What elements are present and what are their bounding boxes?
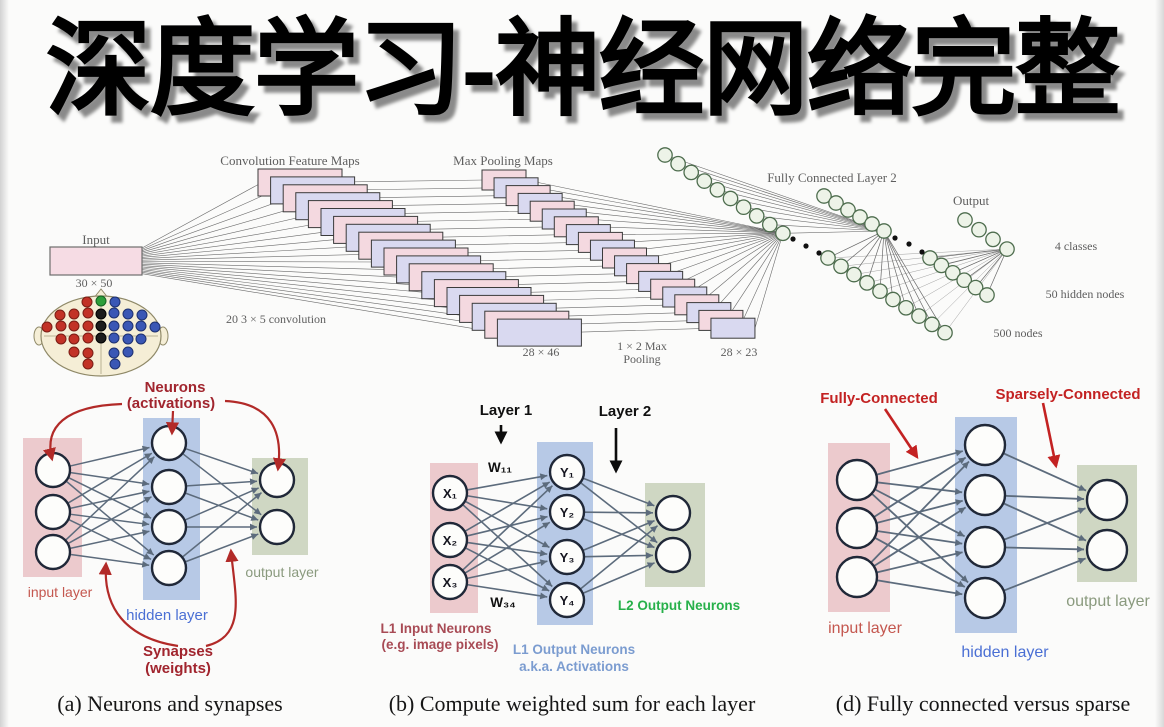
arrow-to-synapses-right — [205, 548, 239, 648]
panel-b-figure: X₁ X₂ X₃ Y₁ Y₂ Y₃ Y₄ Layer 1 Layer 2 W₁₁ W₃₄ L… — [381, 402, 741, 674]
arrow-to-synapses-left — [98, 561, 179, 648]
panel-d-annotation-arrows — [883, 402, 1061, 469]
panel-a-figure: Neurons (activations) input layer output… — [23, 379, 319, 677]
label-pooling-note-1: 1 × 2 Max — [617, 339, 667, 353]
caption-d: (d) Fully connected versus sparse — [835, 691, 1131, 716]
w34-label: W₃₄ — [490, 595, 515, 610]
sparsely-connected-arrow — [1041, 402, 1061, 469]
svg-text:Y₁: Y₁ — [560, 465, 574, 480]
label-input-size: 30 × 50 — [76, 276, 113, 290]
input-layer-label: input layer — [828, 620, 902, 637]
l1-input-neurons-label-1: L1 Input Neurons — [381, 621, 492, 636]
l2-output-neurons-label: L2 Output Neurons — [618, 598, 740, 613]
panel-a-network — [34, 424, 296, 587]
panel-a-annotation-arrows — [43, 399, 287, 648]
l1-output-neurons-label-2: a.k.a. Activations — [519, 659, 629, 674]
synapses-label-1: Synapses — [143, 643, 213, 660]
cnn-fully-connected-chains — [657, 147, 1015, 341]
label-50-hidden-nodes: 50 hidden nodes — [1046, 287, 1125, 301]
svg-text:Y₄: Y₄ — [560, 593, 575, 608]
hidden-layer-label: hidden layer — [961, 644, 1049, 661]
svg-text:X₁: X₁ — [443, 486, 457, 501]
panel-d-network — [835, 423, 1129, 620]
label-pooling-note-2: Pooling — [623, 352, 660, 366]
hidden-layer-label: hidden layer — [126, 607, 208, 624]
arrow-to-input-neuron — [43, 402, 123, 462]
output-layer-label: output layer — [245, 564, 318, 580]
cnn-architecture-figure: Convolution Feature Maps Max Pooling Map… — [33, 147, 1125, 377]
svg-text:Y₂: Y₂ — [560, 505, 575, 520]
l1-output-neurons-label-1: L1 Output Neurons — [513, 642, 635, 657]
label-convolution-note: 20 3 × 5 convolution — [226, 312, 326, 326]
output-layer-label: output layer — [1066, 593, 1150, 610]
fully-connected-arrow — [883, 408, 919, 460]
label-max-pooling-maps: Max Pooling Maps — [453, 153, 553, 168]
cnn-input-rect — [49, 246, 143, 276]
sparsely-connected-label: Sparsely-Connected — [995, 386, 1140, 403]
panel-d-figure: Fully-Connected Sparsely-Connected input… — [820, 386, 1150, 661]
synapses-label-2: (weights) — [145, 660, 211, 677]
panel-b-layer-arrows — [494, 425, 623, 474]
label-input: Input — [82, 232, 110, 247]
arrow-to-output-neuron — [224, 399, 287, 472]
label-output: Output — [953, 193, 990, 208]
layer1-label: Layer 1 — [480, 402, 533, 419]
neurons-label-1: Neurons — [145, 379, 206, 396]
arrow-to-hidden-neuron — [165, 410, 180, 436]
svg-text:Y₃: Y₃ — [560, 550, 575, 565]
label-pooled-map-size: 28 × 23 — [721, 345, 758, 359]
caption-a: (a) Neurons and synapses — [57, 691, 283, 716]
label-conv-map-size: 28 × 46 — [523, 345, 560, 359]
label-500-nodes: 500 nodes — [994, 326, 1043, 340]
input-layer-label: input layer — [28, 584, 93, 600]
slide-title: 深度学习-神经网络完整 — [45, 11, 1120, 129]
fully-connected-label: Fully-Connected — [820, 390, 938, 407]
cnn-feature-map-stacks — [257, 168, 756, 347]
cnn-connection-lines — [141, 179, 784, 334]
neurons-label-2: (activations) — [127, 395, 215, 412]
label-fully-connected-layer2: Fully Connected Layer 2 — [767, 170, 897, 185]
svg-text:X₂: X₂ — [443, 533, 458, 548]
label-4-classes: 4 classes — [1055, 239, 1098, 253]
eeg-electrode-head-icon — [33, 288, 169, 377]
label-convolution-maps: Convolution Feature Maps — [220, 153, 359, 168]
layer2-label: Layer 2 — [599, 403, 652, 420]
w11-label: W₁₁ — [488, 460, 512, 475]
l1-input-neurons-label-2: (e.g. image pixels) — [381, 637, 498, 652]
panel-b-network: X₁ X₂ X₃ Y₁ Y₂ Y₃ Y₄ — [431, 453, 692, 619]
caption-b: (b) Compute weighted sum for each layer — [388, 691, 756, 716]
svg-text:X₃: X₃ — [443, 575, 458, 590]
